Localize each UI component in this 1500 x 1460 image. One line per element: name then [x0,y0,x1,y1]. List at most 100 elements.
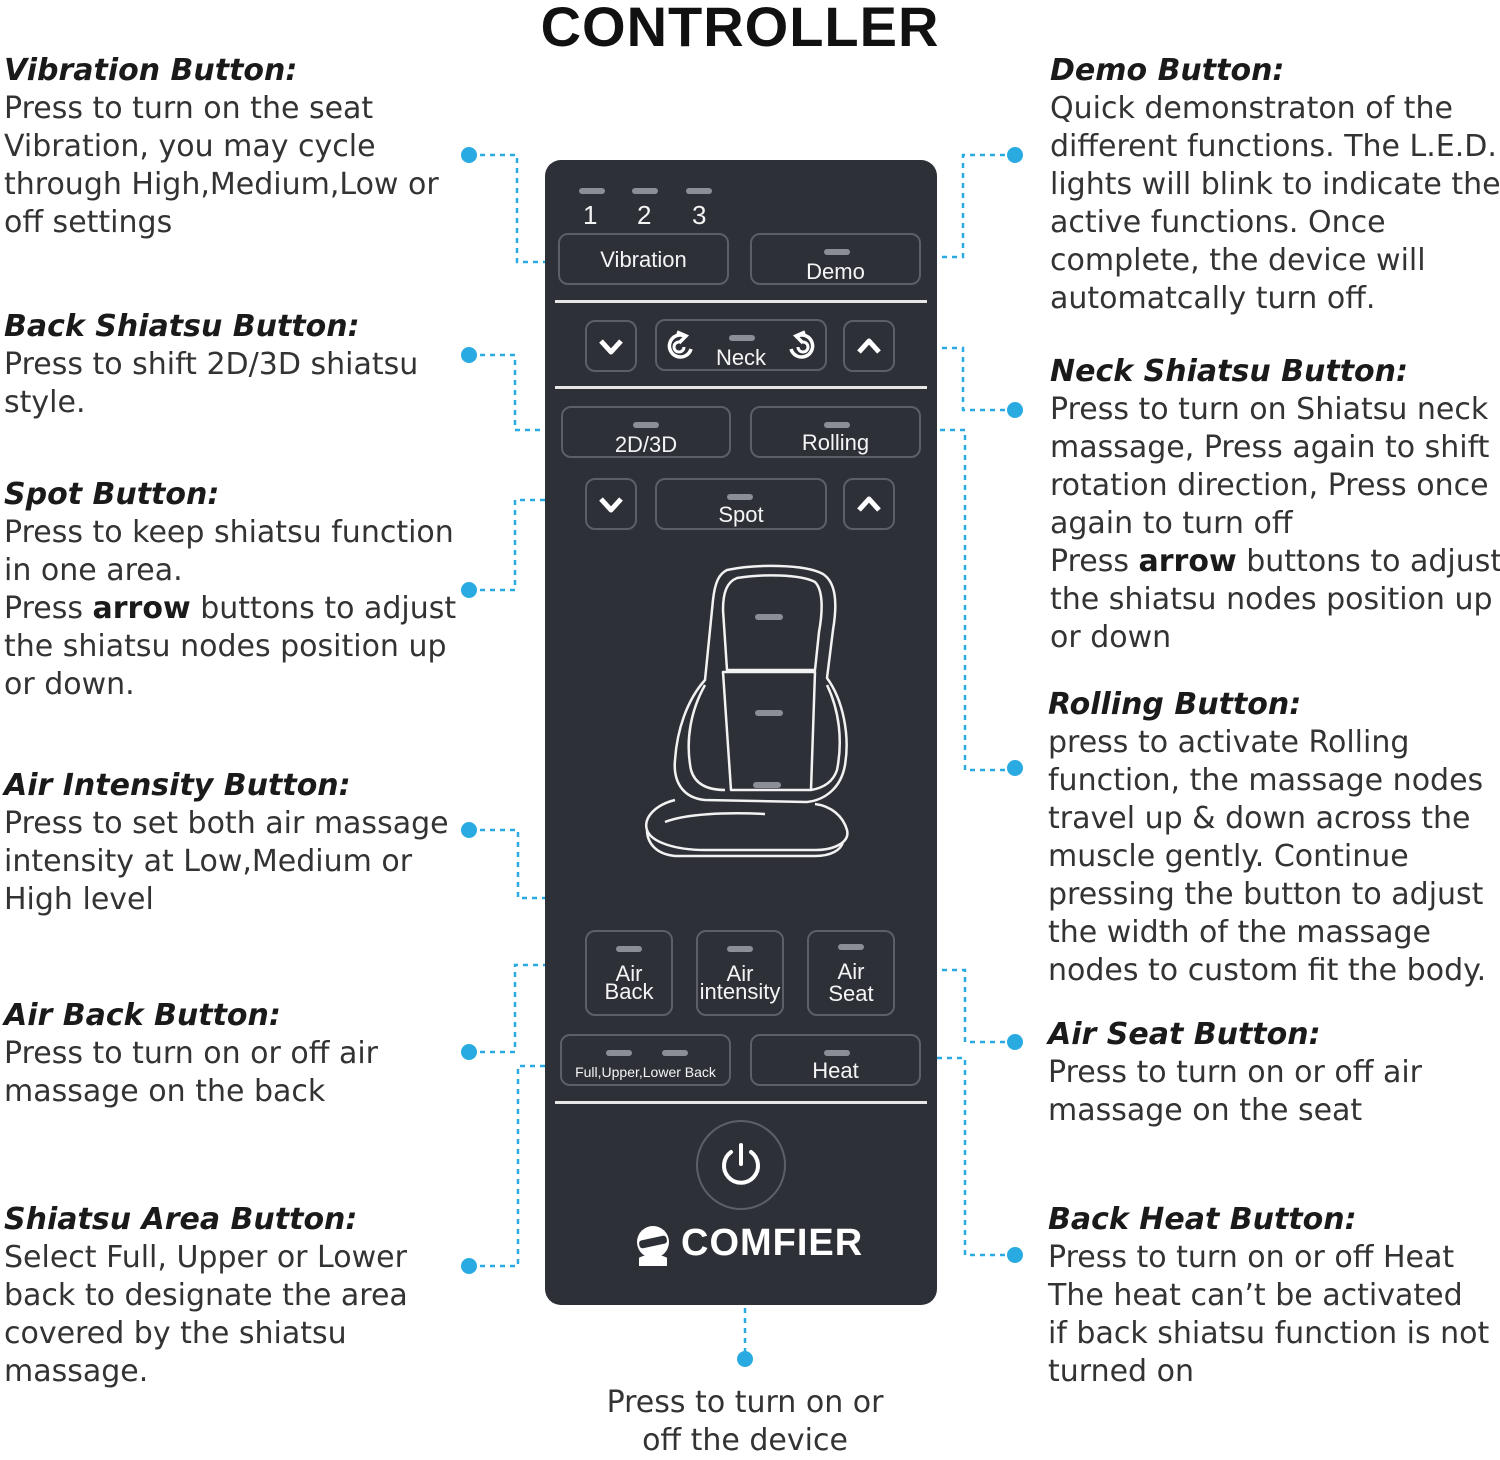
heat-button-label: Heat [812,1058,859,1083]
note-line: Press arrow buttons to adjust [1050,543,1500,581]
chevron-up-icon [857,338,881,354]
note-line: or down [1050,620,1172,655]
note-line: off the device [642,1423,848,1458]
note-line: back to designate the area [4,1278,408,1313]
connector-air-seat [937,968,1015,1044]
connector-back-heat [937,1056,1015,1257]
note-air-seat: Air Seat Button: Press to turn on or off… [1048,1016,1422,1130]
spot-led [727,494,753,500]
note-line: Select Full, Upper or Lower [4,1240,407,1275]
note-word: Press [4,591,83,626]
note-line: Vibration, you may cycle [4,129,376,164]
note-heading: Spot Button: [4,477,220,512]
connector-neck [937,346,1015,412]
note-line: active functions. Once [1050,205,1386,240]
note-heading: Vibration Button: [4,53,298,88]
connector-back-shiatsu [470,353,545,432]
remote-controller: 1 2 3 Vibration Demo Neck 2D/3D Rolling … [545,160,937,1305]
air-back-label-2: Back [604,979,654,1004]
note-heading: Back Heat Button: [1048,1202,1357,1237]
note-power: Press to turn on or off the device [540,1384,950,1460]
air-back-label-1: Air [615,961,643,986]
spot-button[interactable]: Spot [655,478,827,530]
note-line: function, the massage nodes [1048,763,1484,798]
rolling-led [824,422,850,428]
air-seat-button[interactable]: Air Seat [807,930,895,1016]
note-heading: Shiatsu Area Button: [4,1202,358,1237]
page-title: CONTROLLER [540,0,940,58]
air-intensity-label-1: Air [726,961,754,986]
connector-dot [737,1351,753,1367]
connector-dot [461,822,477,838]
neck-up-button[interactable] [843,320,895,372]
air-intensity-led [727,946,753,952]
note-heading: Back Shiatsu Button: [4,309,360,344]
divider [555,300,927,303]
neck-led [729,335,755,341]
rolling-button[interactable]: Rolling [750,406,921,458]
note-line: Press to turn on or off air [4,1036,379,1071]
vibration-button[interactable]: Vibration [558,233,729,285]
connector-air-back [470,963,545,1054]
note-line: Press to turn on or off air [1048,1055,1423,1090]
connector-dot [1007,1247,1023,1263]
level-label-2: 2 [637,200,652,230]
note-air-back: Air Back Button: Press to turn on or off… [4,997,378,1111]
note-line: massage on the seat [1048,1093,1363,1128]
note-line: style. [4,385,86,420]
air-back-button[interactable]: Air Back [585,930,673,1016]
note-heading: Neck Shiatsu Button: [1050,354,1408,389]
neck-node-led [755,614,783,620]
connector-shiatsu-area [470,1064,545,1268]
connector-air-intensity [470,828,742,930]
note-line: High level [4,882,154,917]
neck-down-button[interactable] [585,320,637,372]
heat-button[interactable]: Heat [750,1034,921,1086]
note-word: buttons to adjust [200,591,457,626]
demo-button-label: Demo [806,259,865,284]
note-line: or down. [4,667,135,702]
chevron-down-icon [599,339,623,355]
note-line: nodes to custom fit the body. [1048,953,1487,988]
note-bold-word: arrow [92,591,191,626]
note-line: pressing the button to adjust [1048,877,1484,912]
brand-logo: COMFIER [681,1222,864,1264]
note-line: Press to turn on the seat [4,91,374,126]
note-heading: Rolling Button: [1048,687,1302,722]
note-line: Press to turn on or off Heat [1048,1240,1455,1275]
connector-dot [461,1258,477,1274]
connector-vibration [470,153,545,264]
spot-down-button[interactable] [585,478,637,530]
note-demo: Demo Button: Quick demonstraton of the d… [1050,52,1500,318]
neck-button[interactable]: Neck [655,319,827,371]
vibration-button-label: Vibration [600,247,687,272]
note-neck: Neck Shiatsu Button: Press to turn on Sh… [1050,353,1500,657]
note-line: the shiatsu nodes position up [4,629,447,664]
note-word: buttons to adjust [1246,544,1500,579]
note-line: off settings [4,205,173,240]
note-line: muscle gently. Continue [1048,839,1409,874]
note-back-shiatsu: Back Shiatsu Button: Press to shift 2D/3… [4,308,418,422]
note-line: Press to turn on or [606,1385,884,1420]
note-line: the width of the massage [1048,915,1431,950]
note-air-intensity: Air Intensity Button: Press to set both … [4,767,449,919]
power-button[interactable] [696,1120,786,1210]
level-label-1: 1 [583,200,598,230]
2d3d-button[interactable]: 2D/3D [561,406,731,458]
note-line: Press to turn on Shiatsu neck [1050,392,1489,427]
note-back-heat: Back Heat Button: Press to turn on or of… [1048,1201,1489,1391]
connector-dot [461,1044,477,1060]
heat-led [824,1050,850,1056]
note-heading: Air Seat Button: [1048,1017,1321,1052]
shiatsu-area-button[interactable]: Full,Upper,Lower Back [560,1034,731,1086]
note-heading: Demo Button: [1050,53,1285,88]
lower-node-led [753,782,781,788]
air-intensity-button[interactable]: Air intensity [696,930,784,1016]
air-seat-label-2: Seat [828,981,874,1006]
note-word: Press [1050,544,1129,579]
connector-dot [1007,1034,1023,1050]
demo-button[interactable]: Demo [750,233,921,285]
note-line: The heat can’t be activated [1048,1278,1463,1313]
note-heading: Air Back Button: [4,998,281,1033]
spot-up-button[interactable] [843,478,895,530]
